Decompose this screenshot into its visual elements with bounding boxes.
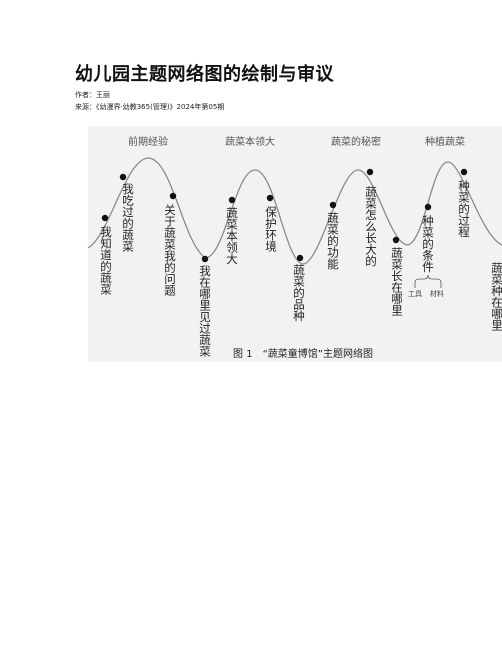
node-dot xyxy=(201,255,209,263)
node-dot xyxy=(228,196,236,204)
node-label: 蔬菜的功能 xyxy=(326,212,340,270)
node-label: 种菜的条件 xyxy=(421,214,435,273)
node-label: 蔬菜的品种 xyxy=(292,264,306,322)
author-line: 作者：王丽 xyxy=(75,91,110,99)
node-dot xyxy=(392,236,400,244)
node-label: 蔬菜怎么长大的 xyxy=(364,186,378,267)
node-dot xyxy=(119,173,127,181)
node-dot xyxy=(366,168,374,176)
node-dot xyxy=(101,214,109,222)
node-dot xyxy=(460,168,468,176)
category-label: 蔬菜本领大 xyxy=(225,135,275,148)
node-label: 蔬菜种在哪里 xyxy=(490,262,502,331)
node-label: 种菜的过程 xyxy=(457,179,471,238)
figure-caption: 图 1 “蔬菜童博馆”主题网络图 xyxy=(233,347,373,360)
node-dot xyxy=(296,254,304,262)
article-title: 幼儿园主题网络图的绘制与审议 xyxy=(75,64,334,85)
node-label: 我在哪里见过蔬菜 xyxy=(198,265,212,358)
node-dot xyxy=(329,201,337,209)
source-line: 来源：《幼漫界·幼教365(管理)》2024年第05期 xyxy=(75,103,225,111)
node-label: 保护环境 xyxy=(264,205,278,252)
sub-item-bracket xyxy=(414,274,442,288)
node-label: 蔬菜本领大 xyxy=(225,207,239,265)
category-label: 种植蔬菜 xyxy=(425,135,465,148)
node-label: 我知道的蔬菜 xyxy=(99,226,113,296)
node-label: 关于蔬菜我的问题 xyxy=(163,203,177,296)
category-label: 蔬菜的秘密 xyxy=(331,135,381,148)
node-label: 我吃过的蔬菜 xyxy=(121,183,135,253)
wave-curve xyxy=(87,157,502,265)
node-label: 蔬菜长在哪里 xyxy=(390,247,404,316)
figure-background xyxy=(88,126,502,362)
sub-item-label: 工具 xyxy=(408,290,422,298)
category-label: 前期经验 xyxy=(128,135,168,148)
node-dot xyxy=(424,203,432,211)
node-dot xyxy=(266,194,274,202)
sub-item-label: 材料 xyxy=(430,289,444,298)
node-dot xyxy=(169,192,177,200)
